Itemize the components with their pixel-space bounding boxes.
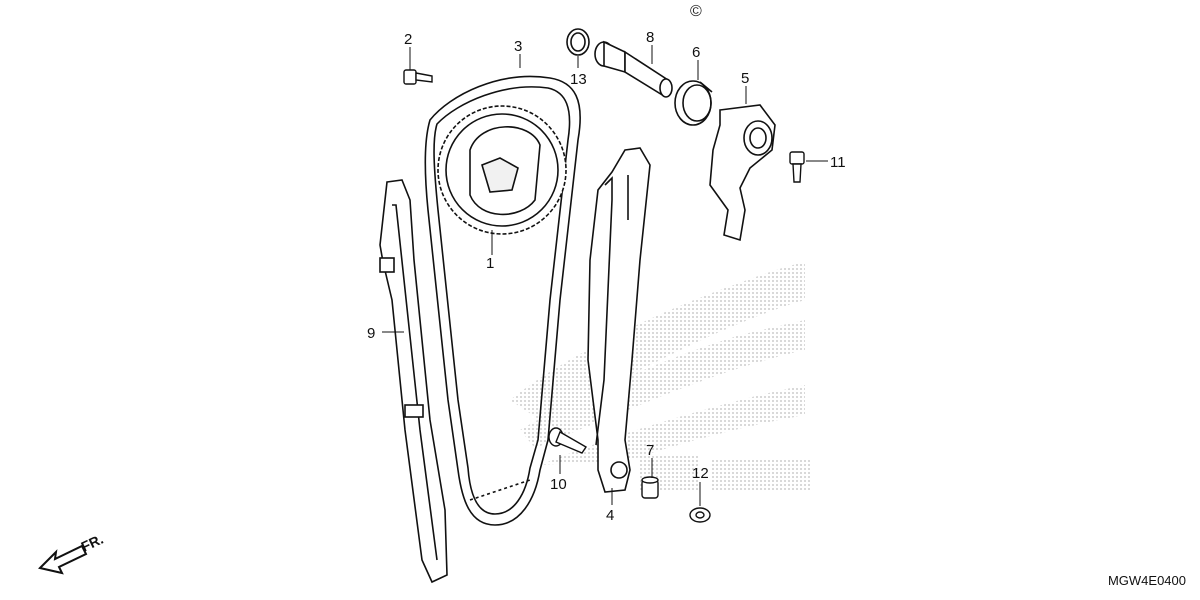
part-13-o-ring	[566, 28, 590, 56]
part-1-cam-sprocket	[437, 105, 567, 235]
part-3-cam-chain	[424, 75, 581, 526]
drawing-code: MGW4E0400	[1107, 573, 1186, 588]
part-2-bolt	[403, 69, 433, 85]
part-12-washer	[689, 507, 711, 523]
watermark-wing-logo	[510, 262, 810, 492]
callout-3: 3	[514, 38, 522, 55]
callout-12: 12	[692, 465, 709, 482]
callout-7: 7	[646, 442, 654, 459]
callout-13: 13	[570, 71, 587, 88]
part-6-spring	[674, 80, 713, 126]
part-7-collar	[641, 476, 659, 499]
callout-11: 11	[830, 154, 846, 171]
callout-10: 10	[550, 476, 567, 493]
front-arrow-icon: FR.	[38, 531, 106, 575]
callout-6: 6	[692, 44, 700, 61]
part-10-bolt	[548, 427, 587, 454]
part-4-tensioner-arm	[587, 147, 651, 493]
leader-lines	[382, 45, 828, 506]
part-8-pivot-shaft	[594, 40, 673, 98]
part-11-bolt	[789, 151, 805, 183]
front-label: FR.	[79, 531, 106, 555]
callout-8: 8	[646, 29, 654, 46]
part-5-tensioner-body	[709, 104, 776, 242]
copyright-mark: ©	[690, 3, 702, 20]
callout-5: 5	[741, 70, 749, 87]
callout-9: 9	[367, 325, 375, 342]
callout-4: 4	[606, 507, 614, 524]
part-9-cam-chain-guide	[379, 179, 448, 584]
callout-1: 1	[486, 255, 494, 272]
callout-2: 2	[404, 31, 412, 48]
